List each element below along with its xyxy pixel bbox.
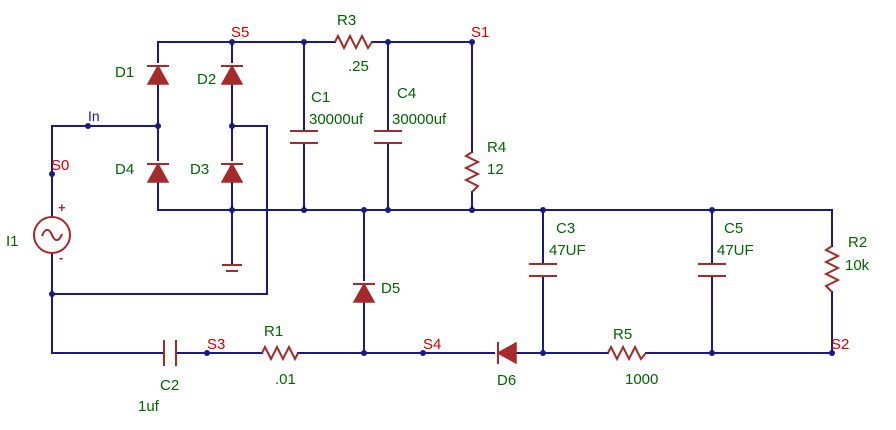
diode-d5[interactable] <box>352 282 376 303</box>
node-mid-364 <box>361 207 367 213</box>
diode-d3-body <box>220 162 244 183</box>
node-c1-top <box>301 39 307 45</box>
resistor-r5-label: R5 <box>613 326 632 343</box>
diode-d3[interactable] <box>220 162 244 183</box>
capacitor-c5-value: 47UF <box>717 242 754 259</box>
capacitor-c5[interactable] <box>698 263 726 277</box>
wires <box>51 41 833 354</box>
node-c3-bottom <box>540 350 546 356</box>
resistor-r3-label: R3 <box>337 12 356 29</box>
diode-d6[interactable] <box>496 341 517 365</box>
resistor-r1-label: R1 <box>264 323 283 340</box>
diode-d4-body <box>146 162 170 183</box>
node-d5-bottom <box>361 350 367 356</box>
resistor-r4-zigzag <box>463 151 481 193</box>
resistor-r3-zigzag <box>334 33 373 51</box>
node-mid-232 <box>229 207 235 213</box>
node-loop-return <box>49 291 55 297</box>
net-label-s4: S4 <box>423 336 441 353</box>
junction-nodes <box>49 39 835 356</box>
resistor-r1-zigzag <box>261 344 299 362</box>
resistor-r4-label: R4 <box>487 139 506 156</box>
node-bridge-left <box>155 123 161 129</box>
node-s4 <box>420 350 426 356</box>
diode-d2-label: D2 <box>197 71 216 88</box>
node-s2 <box>829 350 835 356</box>
diode-d3-label: D3 <box>190 161 209 178</box>
capacitor-c1-label: C1 <box>311 89 330 106</box>
capacitor-c2-label: C2 <box>160 377 179 394</box>
diode-d1-label: D1 <box>115 64 134 81</box>
node-c5-bottom <box>709 350 715 356</box>
capacitor-c3-label: C3 <box>556 220 575 237</box>
ac-source-icon[interactable] <box>33 216 71 254</box>
node-s5 <box>229 39 235 45</box>
node-mid-388 <box>385 207 391 213</box>
capacitor-c4[interactable] <box>374 130 402 144</box>
node-s0 <box>49 171 55 177</box>
source-minus-sign: - <box>59 250 63 265</box>
resistor-r1-value: .01 <box>275 371 296 388</box>
diode-d6-body <box>496 341 517 365</box>
diode-d2[interactable] <box>220 64 244 85</box>
resistor-r5[interactable] <box>607 344 647 362</box>
net-label-in: In <box>88 108 100 124</box>
resistor-r1[interactable] <box>261 344 299 362</box>
node-mid-712 <box>709 207 715 213</box>
diode-d5-body <box>352 282 376 303</box>
diode-d1-body <box>146 64 170 85</box>
net-label-s1: S1 <box>471 24 489 41</box>
resistor-r2-zigzag <box>823 245 841 293</box>
node-mid-472 <box>469 207 475 213</box>
diode-d4[interactable] <box>146 162 170 183</box>
net-label-s5: S5 <box>231 24 249 41</box>
capacitor-c5-label: C5 <box>724 220 743 237</box>
source-ref-i1: I1 <box>6 233 19 250</box>
node-s3 <box>204 350 210 356</box>
resistor-r2-value: 10k <box>845 257 870 274</box>
ground-icon <box>222 264 242 272</box>
diode-d1[interactable] <box>146 64 170 85</box>
resistor-r3-value: .25 <box>348 58 369 75</box>
capacitor-c4-value: 30000uf <box>392 111 447 128</box>
capacitor-c1[interactable] <box>290 130 318 144</box>
ac-source-circle <box>33 216 71 254</box>
resistor-r3[interactable] <box>334 33 373 51</box>
diode-d4-label: D4 <box>115 161 134 178</box>
capacitor-c1-value: 30000uf <box>309 111 364 128</box>
capacitor-c3[interactable] <box>529 263 557 277</box>
net-label-s0: S0 <box>51 157 69 174</box>
capacitor-c2-value: 1uf <box>138 398 160 415</box>
wire-in-net <box>51 125 159 161</box>
resistor-r5-zigzag <box>607 344 647 362</box>
diode-d2-body <box>220 64 244 85</box>
capacitor-c2[interactable] <box>163 340 177 366</box>
resistor-r2-label: R2 <box>848 234 867 251</box>
diode-d6-label: D6 <box>497 372 516 389</box>
node-c4-top <box>385 39 391 45</box>
sine-wave-icon <box>41 228 63 242</box>
node-mid-304 <box>301 207 307 213</box>
capacitor-c3-value: 47UF <box>549 242 586 259</box>
node-in <box>85 123 91 129</box>
capacitor-c4-label: C4 <box>397 85 416 102</box>
diode-d5-label: D5 <box>381 280 400 297</box>
resistor-r4[interactable] <box>463 151 481 193</box>
resistor-r4-value: 12 <box>487 161 504 178</box>
net-label-s3: S3 <box>207 336 225 353</box>
resistor-r2[interactable] <box>823 245 841 293</box>
node-mid-543 <box>540 207 546 213</box>
node-s1 <box>469 39 475 45</box>
resistor-r5-value: 1000 <box>625 371 658 388</box>
net-label-s2: S2 <box>831 336 849 353</box>
source-plus-sign: + <box>58 200 66 215</box>
node-bridge-right <box>229 123 235 129</box>
